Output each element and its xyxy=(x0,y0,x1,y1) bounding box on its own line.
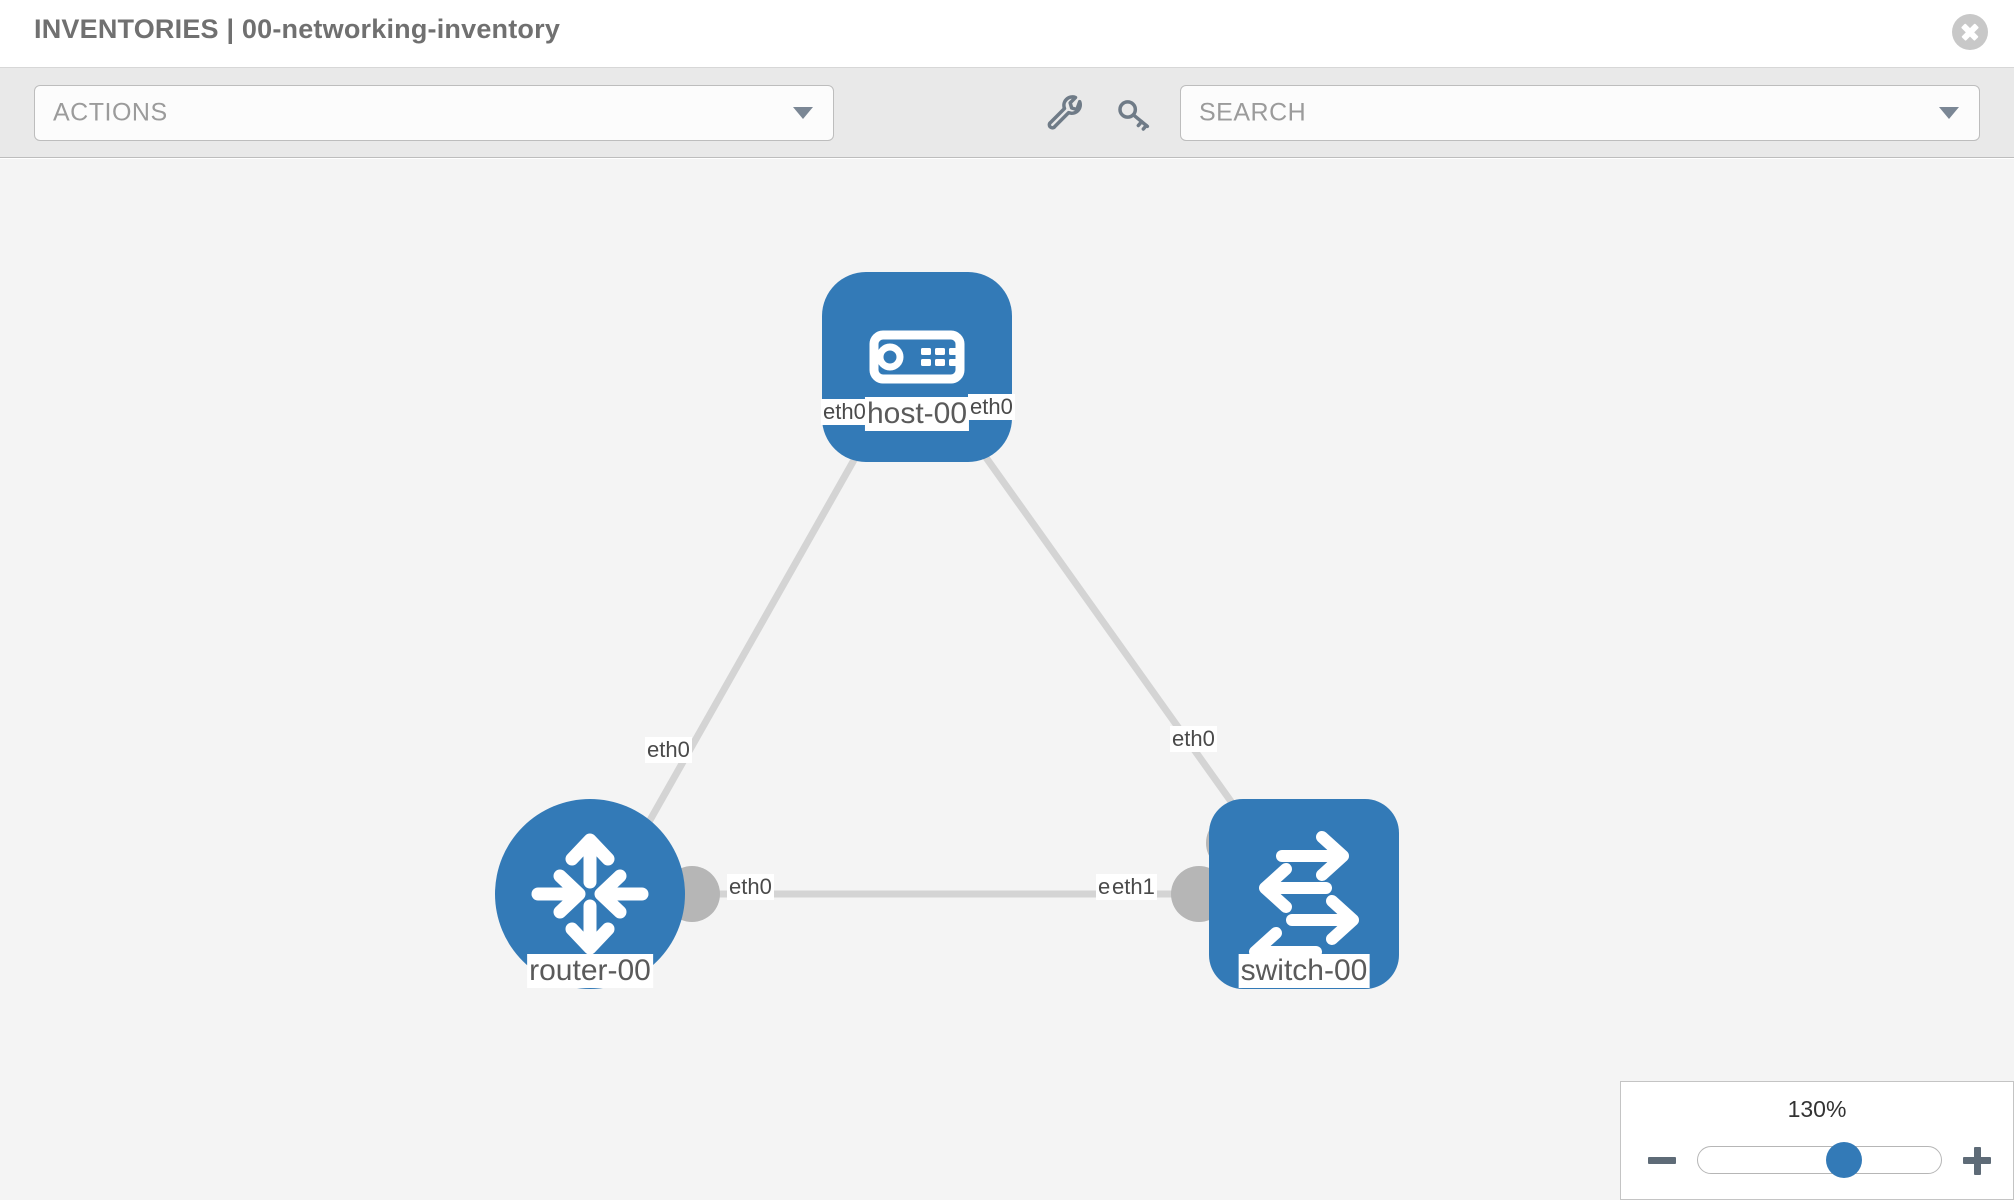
actions-dropdown-label: ACTIONS xyxy=(53,98,168,127)
zoom-out-button[interactable] xyxy=(1648,1145,1678,1175)
page-title: INVENTORIES | 00-networking-inventory xyxy=(34,14,561,44)
zoom-control-panel: 130% xyxy=(1620,1081,2014,1200)
zoom-level-value: 130% xyxy=(1787,1096,1847,1122)
interface-label: eth0 xyxy=(645,737,692,763)
zoom-slider-thumb[interactable] xyxy=(1825,1142,1862,1178)
topology-svg xyxy=(495,272,1399,989)
close-icon[interactable] xyxy=(1952,14,1988,50)
toolbar: ACTIONS SEARCH xyxy=(0,68,2014,158)
interface-label: eth0 xyxy=(1170,726,1217,752)
router-icon xyxy=(531,833,649,955)
zoom-slider-row xyxy=(1621,1138,2013,1182)
interface-label: eth0 xyxy=(968,394,1015,420)
interface-label: eth0 xyxy=(727,874,774,900)
topology-graph: eth0 eth0 eth0 eth0 eth0 eth1 eth0 host-… xyxy=(0,159,2014,1200)
topology-canvas[interactable]: eth0 eth0 eth0 eth0 eth0 eth1 eth0 host-… xyxy=(0,159,2014,1200)
node-label-switch-00: switch-00 xyxy=(1238,954,1370,988)
search-placeholder: SEARCH xyxy=(1199,98,1307,127)
chevron-down-icon[interactable] xyxy=(1939,107,1959,119)
node-label-host-00: host-00 xyxy=(864,397,970,431)
node-host-00 xyxy=(822,272,1012,462)
search-input[interactable]: SEARCH xyxy=(1180,85,1980,141)
key-icon[interactable] xyxy=(1114,94,1154,134)
zoom-slider[interactable] xyxy=(1697,1142,1942,1178)
chevron-down-icon xyxy=(793,107,813,119)
interface-label: eth1 xyxy=(1110,874,1157,900)
page-header: INVENTORIES | 00-networking-inventory xyxy=(0,0,2014,68)
topology-ports xyxy=(664,404,1262,922)
node-label-router-00: router-00 xyxy=(527,954,653,988)
interface-label: eth0 xyxy=(821,399,868,425)
node-router-00 xyxy=(495,799,685,989)
node-switch-00 xyxy=(1209,799,1399,989)
zoom-in-button[interactable] xyxy=(1963,1145,1993,1175)
wrench-icon[interactable] xyxy=(1046,94,1086,134)
edge-host00-router00 xyxy=(624,412,884,861)
server-icon xyxy=(869,330,965,384)
topology-edges xyxy=(624,411,1275,898)
actions-dropdown[interactable]: ACTIONS xyxy=(34,85,834,141)
edge-host00-switch00 xyxy=(952,411,1275,862)
